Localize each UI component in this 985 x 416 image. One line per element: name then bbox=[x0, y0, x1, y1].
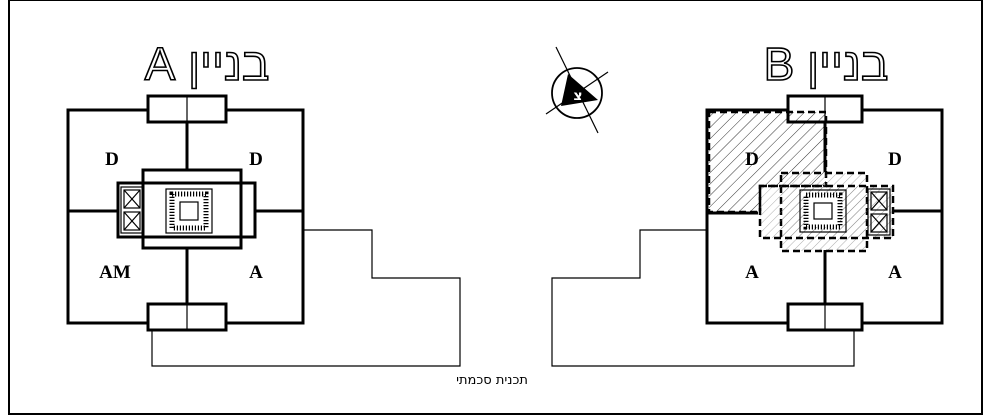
site-boundary-right bbox=[551, 229, 855, 367]
caption: תכנית סכמתי bbox=[456, 373, 528, 388]
building-b-unit-top-left: D bbox=[745, 149, 759, 170]
building-a-unit-top-right: D bbox=[249, 149, 263, 170]
building-a-unit-top-left: D bbox=[105, 149, 119, 170]
building-a-unit-bottom-left: AM bbox=[99, 262, 131, 283]
building-b-unit-bottom-right: A bbox=[888, 262, 902, 283]
building-a: בניין A bbox=[66, 37, 305, 332]
building-b-unit-top-right: D bbox=[888, 149, 902, 170]
page-border bbox=[8, 0, 983, 415]
building-b: בניין B bbox=[705, 37, 944, 332]
building-a-title: בניין A bbox=[145, 38, 270, 90]
north-letter: צ bbox=[573, 88, 582, 104]
building-b-unit-bottom-left: A bbox=[745, 262, 759, 283]
north-arrow-icon: צ bbox=[545, 46, 609, 134]
building-a-unit-bottom-right: A bbox=[249, 262, 263, 283]
site-boundary-left bbox=[151, 229, 461, 367]
building-b-title: בניין B bbox=[764, 38, 889, 90]
building-a-outline bbox=[66, 108, 305, 325]
